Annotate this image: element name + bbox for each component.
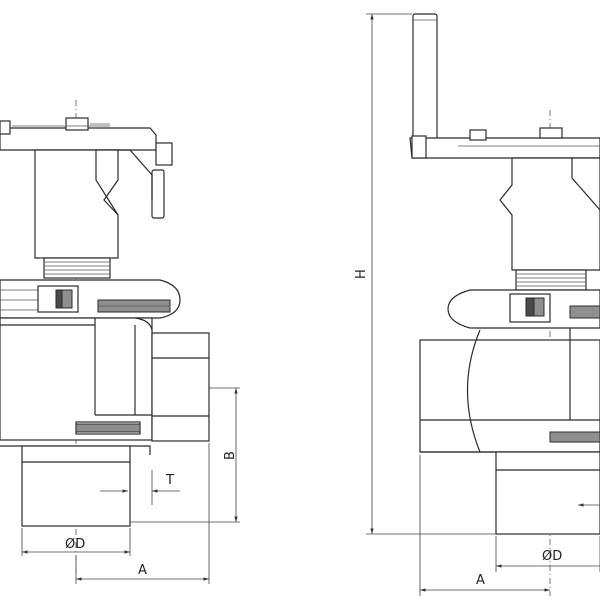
left-od-label: ØD bbox=[65, 537, 85, 552]
right-diaphragm bbox=[569, 305, 600, 319]
right-handle-lever bbox=[412, 13, 438, 143]
t-label: T bbox=[165, 473, 174, 488]
left-outlet-tube bbox=[21, 445, 131, 527]
left-valve-body bbox=[0, 317, 153, 441]
b-label: B bbox=[223, 451, 238, 460]
left-top-screw bbox=[65, 117, 89, 131]
right-top-screw-a bbox=[469, 129, 487, 141]
left-actuator-body bbox=[34, 149, 119, 259]
left-top-bolt bbox=[0, 120, 11, 135]
right-seat-ring bbox=[549, 431, 600, 443]
left-actuator-top-plate bbox=[0, 127, 157, 151]
right-valve-view: H ØD A bbox=[354, 13, 600, 596]
left-valve-view: ØD A B T bbox=[0, 100, 240, 584]
right-actuator-body bbox=[499, 157, 600, 271]
left-a-label: A bbox=[138, 563, 147, 578]
right-spring bbox=[515, 269, 587, 291]
right-top-screw-b bbox=[539, 127, 563, 139]
right-a-label: A bbox=[476, 573, 485, 588]
right-od-label: ØD bbox=[542, 549, 562, 564]
right-outlet-tube bbox=[495, 451, 600, 535]
left-handle-grip bbox=[155, 142, 173, 166]
left-handle-lever bbox=[151, 169, 165, 219]
left-side-port bbox=[151, 332, 210, 442]
left-spring bbox=[43, 257, 111, 279]
h-label: H bbox=[354, 269, 369, 279]
right-actuator-top-plate bbox=[409, 137, 600, 159]
